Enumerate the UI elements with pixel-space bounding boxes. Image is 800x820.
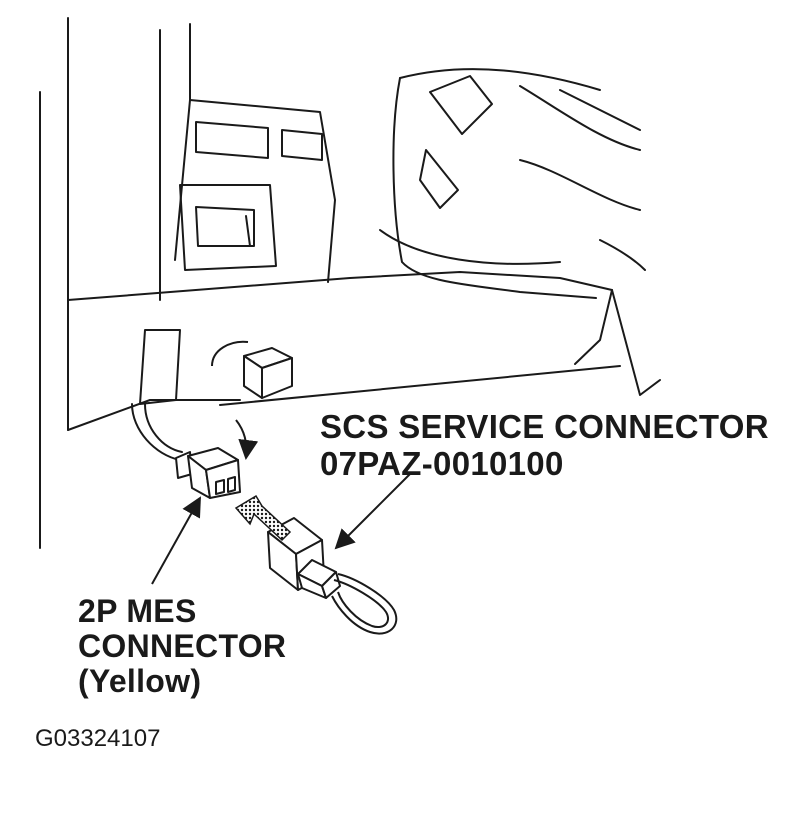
figure-id: G03324107 [35, 725, 161, 752]
mes-label-line2: CONNECTOR [78, 628, 287, 664]
scs-service-connector [267, 517, 398, 635]
mes-connector-label: 2P MES CONNECTOR (Yellow) [78, 595, 286, 700]
mes-connector-2p [175, 447, 241, 499]
dashboard-lower-panel [39, 17, 661, 549]
mes-label-line1: 2P MES [78, 593, 197, 629]
insertion-arrow [234, 494, 292, 542]
mes-label-line3: (Yellow) [78, 663, 202, 699]
panel-fitting [211, 340, 293, 399]
callout-arrows [151, 419, 411, 585]
scs-connector-part-number: 07PAZ-0010100 [320, 445, 564, 482]
scs-connector-name: SCS SERVICE CONNECTOR [320, 408, 769, 445]
scs-service-connector-label: SCS SERVICE CONNECTOR 07PAZ-0010100 [320, 410, 769, 480]
